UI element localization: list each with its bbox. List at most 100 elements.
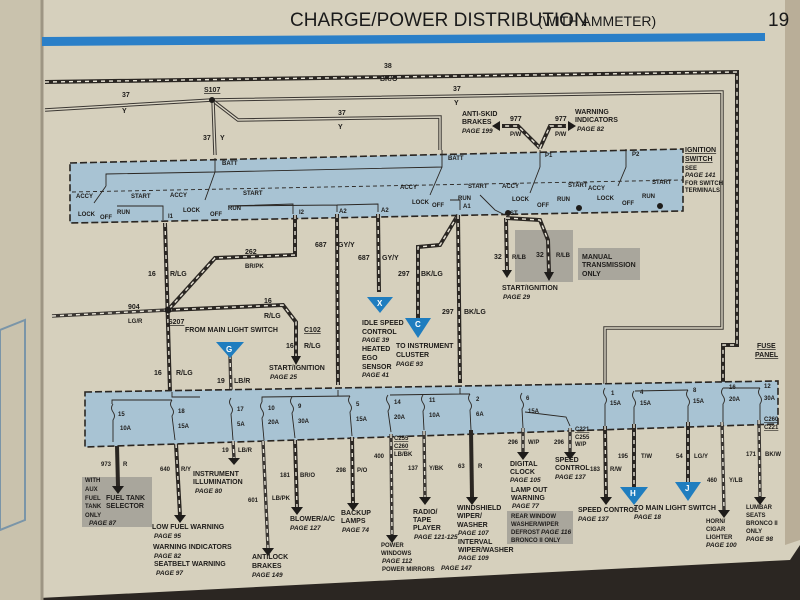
antilock-label-1: ANTILOCK — [252, 554, 288, 561]
seatbelt-warning-page: PAGE 97 — [156, 570, 183, 577]
rear-window-note-3: DEFROST — [511, 530, 540, 536]
connector-c102-label: C102 — [304, 327, 321, 334]
lamp-out-label-2: WARNING — [511, 495, 545, 502]
warning-indicators-label-2: INDICATORS — [575, 117, 618, 124]
svg-text:15A: 15A — [640, 401, 652, 407]
wire-137-y-bk — [419, 430, 431, 505]
wire-183-number: 183 — [590, 467, 601, 473]
speed-control-label-1: SPEED — [555, 457, 579, 464]
wire-460-color: Y/LB — [729, 478, 743, 484]
svg-text:RUN: RUN — [228, 206, 241, 212]
wire-63-color: R — [478, 464, 483, 470]
fuel-tank-label-1: FUEL TANK — [106, 495, 145, 502]
svg-text:12: 12 — [764, 384, 771, 390]
ego-label-3: SENSOR — [362, 364, 392, 371]
ignition-position-labels: ACCY LOCK OFF RUN START ACCY LOCK OFF RU… — [76, 180, 672, 221]
wire-32-color: R/LB — [556, 253, 571, 259]
page-subtitle: (WITH AMMETER) — [538, 13, 656, 29]
aux-note-3: FUEL — [85, 496, 101, 502]
start-ignition-25-page: PAGE 25 — [270, 374, 297, 381]
aux-note-5: ONLY — [85, 513, 101, 519]
wire-37-number: 37 — [453, 86, 461, 93]
wire-298-p-o — [347, 436, 359, 511]
ego-page: PAGE 41 — [362, 372, 389, 379]
marker-g-label: G — [226, 345, 232, 354]
manual-trans-note-box — [578, 248, 640, 280]
wire-171-color: BK/W — [765, 452, 781, 458]
radio-label-1: RADIO/ — [413, 509, 438, 516]
wire-601-color: LB/PK — [272, 496, 291, 502]
svg-text:15A: 15A — [528, 409, 540, 415]
wire-54-number: 54 — [676, 454, 683, 460]
ignition-note-3: FOR SWITCH — [685, 181, 723, 187]
wire-298-color: P/O — [357, 468, 368, 474]
svg-text:LOCK: LOCK — [597, 196, 615, 202]
wire-37-y — [44, 90, 724, 384]
speed-control-page: PAGE 137 — [555, 474, 586, 481]
wire-16-color: R/LG — [304, 343, 321, 350]
antilock-label-2: BRAKES — [252, 563, 282, 570]
interval-wiper-label-1: INTERVAL — [458, 539, 493, 546]
svg-text:ACCY: ACCY — [588, 186, 605, 192]
ego-label-2: EGO — [362, 355, 378, 362]
wire-19-number: 19 — [222, 448, 229, 454]
svg-text:11: 11 — [429, 398, 436, 404]
wire-38-bk-o — [44, 69, 739, 383]
wire-400-number: 400 — [374, 454, 385, 460]
marker-g-triangle — [216, 342, 244, 358]
backup-lamps-label-1: BACKUP — [341, 510, 371, 517]
wire-37-number: 37 — [338, 110, 346, 117]
svg-text:START: START — [652, 180, 672, 186]
wire-640-color: R/Y — [181, 467, 191, 473]
wire-63-number: 63 — [458, 464, 465, 470]
svg-text:START: START — [468, 184, 488, 190]
wire-32-number: 32 — [494, 254, 502, 261]
svg-text:10A: 10A — [429, 413, 441, 419]
wire-973-color: R — [123, 462, 128, 468]
manual-trans-label-2: TRANSMISSION — [582, 262, 636, 269]
power-windows-label-2: WINDOWS — [381, 551, 411, 557]
wire-262-color: BR/PK — [245, 264, 264, 270]
svg-text:20A: 20A — [394, 415, 406, 421]
svg-text:ACCY: ACCY — [400, 185, 417, 191]
wire-460-number: 460 — [707, 478, 718, 484]
marker-c-label: C — [415, 320, 421, 329]
idle-speed-label-2: CONTROL — [362, 329, 397, 336]
seatbelt-warning-label: SEATBELT WARNING — [154, 561, 226, 568]
wire-460-y-lb — [718, 421, 730, 518]
wire-38-color: BK/O — [380, 76, 398, 83]
marker-h-triangle — [620, 487, 648, 505]
page-title: CHARGE/POWER DISTRIBUTION — [290, 10, 588, 31]
wire-183-r-w — [600, 425, 612, 505]
svg-text:9: 9 — [298, 404, 302, 410]
svg-text:OFF: OFF — [432, 203, 444, 209]
svg-text:A2: A2 — [339, 209, 347, 215]
cluster-page: PAGE 93 — [396, 361, 423, 368]
wire-977-color: P/W — [555, 132, 567, 138]
wire-601-lb-pk — [261, 440, 274, 556]
ignition-internal-wiring — [71, 149, 684, 220]
svg-text:15A: 15A — [693, 399, 705, 405]
wire-640-r-y — [174, 443, 186, 523]
svg-text:RUN: RUN — [117, 210, 130, 216]
wire-19-lb-r — [228, 354, 233, 393]
fuel-tank-label-2: SELECTOR — [106, 503, 144, 510]
aux-note-4: TANK — [85, 504, 102, 510]
power-windows-page: PAGE 112 — [382, 558, 412, 565]
svg-text:LOCK: LOCK — [412, 200, 430, 206]
svg-text:START: START — [568, 183, 588, 189]
wire-37-color: Y — [220, 135, 225, 142]
wire-137-color: Y/BK — [429, 466, 444, 472]
wire-19-color: LB/R — [234, 378, 250, 385]
wire-37-number: 37 — [122, 92, 130, 99]
wire-37-color: Y — [338, 124, 343, 131]
svg-text:15A: 15A — [610, 401, 622, 407]
rear-window-note-4: BRONCO II ONLY — [511, 538, 560, 544]
interval-wiper-page: PAGE 109 — [458, 555, 489, 562]
wire-19-lb-r-out — [228, 440, 240, 465]
